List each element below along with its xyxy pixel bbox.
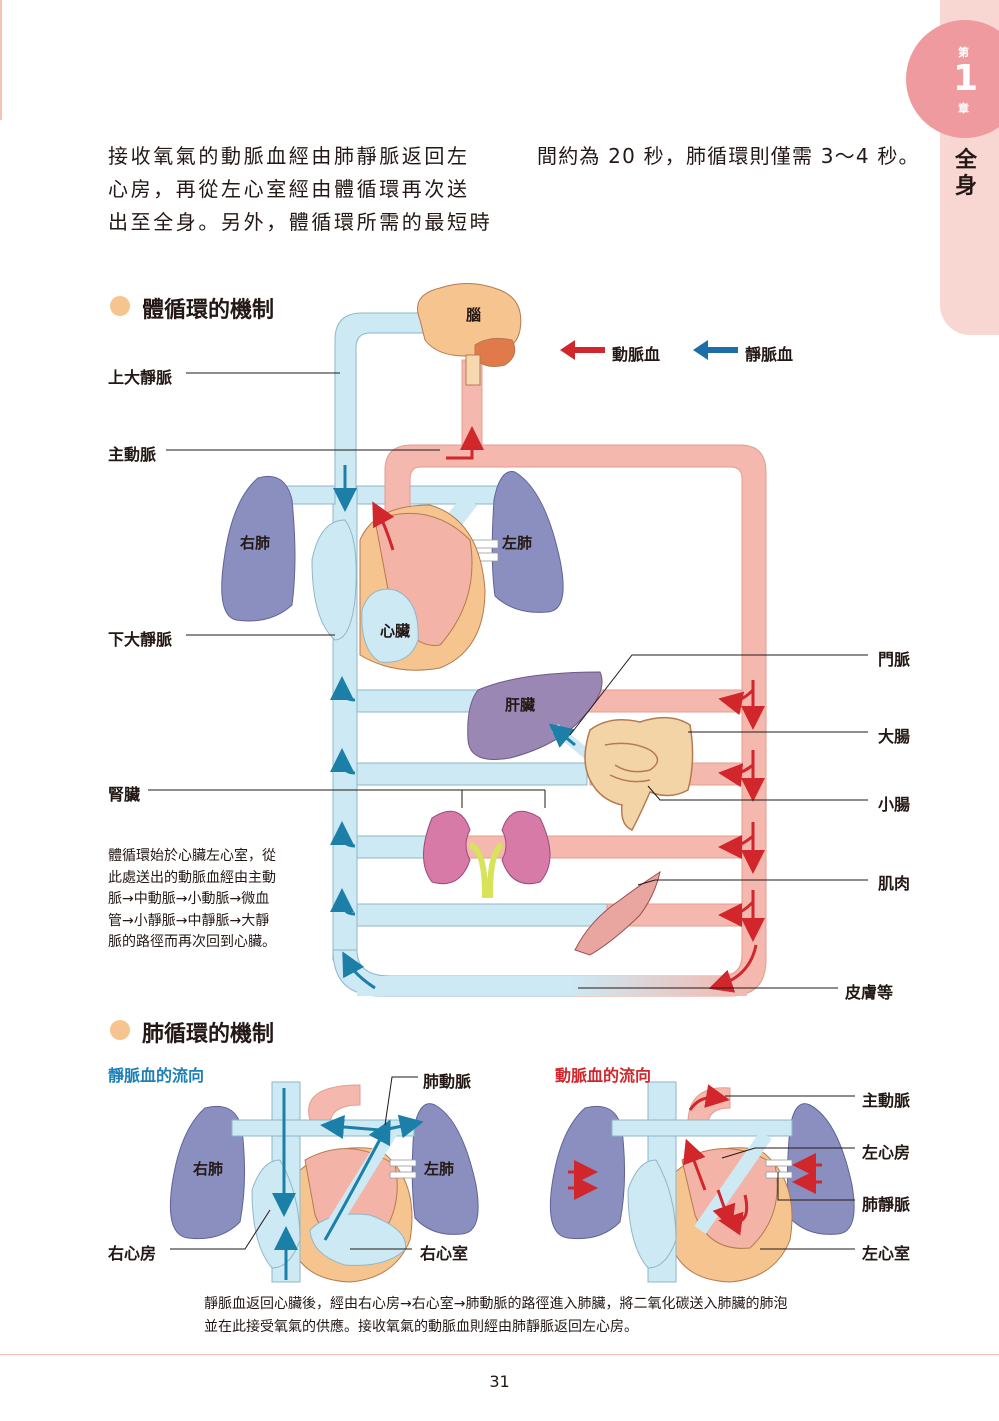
legend-venous-arrow	[693, 340, 738, 360]
ivc-label: 下大靜脈	[108, 630, 173, 649]
intestines	[584, 716, 694, 831]
intro-column-1: 接收氧氣的動脈血經由肺靜脈返回左 心房，再從左心室經由體循環再次送 出至全身。另…	[108, 144, 493, 234]
pulm-left-lung-label: 左肺	[424, 1160, 455, 1178]
systemic-heading: 體循環的機制	[142, 298, 275, 323]
kidney-label: 腎臟	[108, 785, 141, 804]
legend-arterial-arrow	[560, 340, 605, 360]
muscle	[574, 870, 661, 956]
right-lung	[221, 475, 296, 622]
pulmonary-artery-label: 肺動脈	[423, 1072, 472, 1091]
brain-label: 腦	[466, 306, 482, 324]
skin-label: 皮膚等	[845, 983, 894, 1002]
liver-label: 肝臟	[505, 696, 536, 714]
pulm-aorta-label: 主動脈	[862, 1091, 911, 1110]
right-ventricle-label: 右心室	[420, 1244, 469, 1263]
left-atrium-label: 左心房	[862, 1143, 911, 1162]
pulm-right-lung-label: 右肺	[193, 1160, 224, 1178]
pulmonary-caption: 靜脈血返回心臟後，經由右心房→右心室→肺動脈的路徑進入肺臟，將二氧化碳送入肺臟的…	[204, 1296, 788, 1335]
intro-column-2: 間約為 20 秒，肺循環則僅需 3～4 秒。	[537, 144, 920, 168]
pulmonary-vein-label: 肺靜脈	[862, 1195, 911, 1214]
chapter-badge	[906, 20, 999, 138]
muscle-label: 肌肉	[878, 874, 911, 893]
pulmonary-arterial-diagram	[549, 1081, 855, 1283]
systemic-note: 體循環始於心臟左心室，從 此處送出的動脈血經由主動 脈→中動脈→小動脈→微血 管…	[108, 848, 276, 950]
legend-venous-label: 靜脈血	[745, 345, 794, 364]
kidneys	[423, 810, 551, 898]
chapter-prefix: 第	[958, 46, 969, 59]
page-number: 31	[489, 1372, 510, 1391]
portal-vein-label: 門脈	[878, 650, 911, 669]
right-lung-label: 右肺	[240, 534, 271, 552]
chapter-title: 全身	[955, 148, 978, 199]
right-atrium-label: 右心房	[108, 1244, 157, 1263]
section-bullet-icon	[110, 1020, 130, 1040]
chapter-suffix: 章	[958, 102, 969, 115]
brain	[417, 283, 522, 386]
arterial-flow-title: 動脈血的流向	[555, 1066, 652, 1085]
chapter-number: 1	[953, 58, 979, 99]
svc-label: 上大靜脈	[108, 368, 173, 387]
left-edge-line	[0, 0, 2, 120]
large-intestine-label: 大腸	[878, 727, 911, 746]
legend-arterial-label: 動脈血	[612, 345, 661, 364]
venous-flow-title: 靜脈血的流向	[108, 1066, 205, 1085]
aorta-label: 主動脈	[108, 445, 157, 464]
pulmonary-venous-diagram	[169, 1076, 479, 1283]
small-intestine-label: 小腸	[878, 795, 911, 814]
left-lung	[491, 471, 564, 613]
pulmonary-heading: 肺循環的機制	[142, 1022, 275, 1047]
left-ventricle-label: 左心室	[862, 1244, 911, 1263]
left-lung-label: 左肺	[502, 534, 533, 552]
footer-line	[0, 1354, 999, 1355]
heart-label: 心臟	[380, 622, 411, 640]
section-bullet-icon	[110, 296, 130, 316]
